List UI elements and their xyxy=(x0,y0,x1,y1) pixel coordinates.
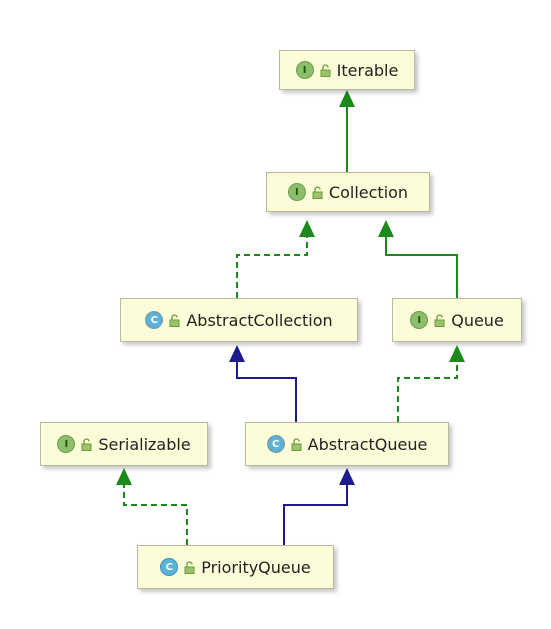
edge-abstractqueue-abstractcollection xyxy=(229,345,297,422)
edge-priorityqueue-abstractqueue xyxy=(283,468,355,545)
node-label: PriorityQueue xyxy=(201,557,311,577)
abstract-class-icon: C xyxy=(145,311,164,329)
open-lock-icon xyxy=(291,437,302,451)
node-abstractcollection[interactable]: C AbstractCollection xyxy=(120,298,358,342)
edge-collection-iterable xyxy=(339,90,355,172)
interface-icon: I xyxy=(295,61,314,79)
node-label: AbstractQueue xyxy=(307,434,428,454)
node-queue[interactable]: I Queue xyxy=(392,298,522,342)
node-collection[interactable]: I Collection xyxy=(266,172,430,212)
edge-queue-collection xyxy=(378,220,458,298)
edge-abstractcollection-collection xyxy=(236,220,315,298)
open-lock-icon xyxy=(169,313,180,327)
node-label: Collection xyxy=(328,182,409,202)
node-serializable[interactable]: I Serializable xyxy=(40,422,208,466)
node-label: Serializable xyxy=(98,434,191,454)
node-iterable[interactable]: I Iterable xyxy=(279,50,415,90)
edge-priorityqueue-serializable xyxy=(116,468,188,545)
open-lock-icon xyxy=(434,313,445,327)
node-priorityqueue[interactable]: C PriorityQueue xyxy=(137,545,334,589)
edge-abstractqueue-queue xyxy=(397,345,465,422)
interface-icon: I xyxy=(410,311,429,329)
open-lock-icon xyxy=(320,63,331,77)
open-lock-icon xyxy=(184,560,195,574)
open-lock-icon xyxy=(312,185,323,199)
abstract-class-icon: C xyxy=(266,435,285,453)
node-abstractqueue[interactable]: C AbstractQueue xyxy=(245,422,449,466)
node-label: Queue xyxy=(451,310,504,330)
node-label: AbstractCollection xyxy=(186,310,333,330)
interface-icon: I xyxy=(287,183,306,201)
interface-icon: I xyxy=(57,435,76,453)
open-lock-icon xyxy=(81,437,92,451)
node-label: Iterable xyxy=(336,60,399,80)
class-icon: C xyxy=(160,558,179,576)
